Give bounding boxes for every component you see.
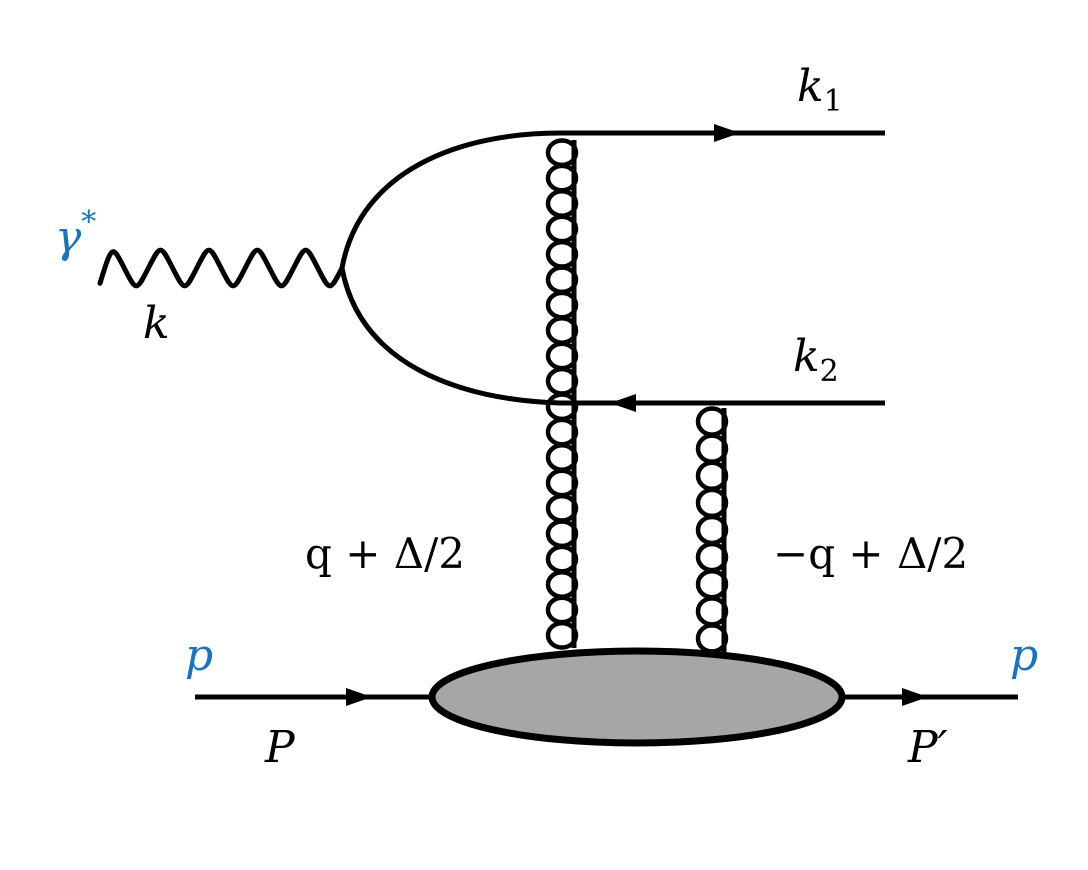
quark-lower-arc <box>339 267 885 406</box>
photon-momentum-label: k <box>143 298 170 349</box>
photon-label-superscript: * <box>81 205 96 240</box>
antiquark-k2-label: k2 <box>793 331 839 389</box>
incoming-proton-label: p <box>185 630 213 681</box>
antiquark-k2-subscript: 2 <box>820 354 839 389</box>
proton-target-blob <box>428 647 846 747</box>
antiquark-k2-symbol: k <box>793 331 820 382</box>
right-gluon-momentum-label: −q + Δ/2 <box>773 529 968 578</box>
outgoing-proton-arrow-icon <box>902 688 928 706</box>
quark-k1-arrow-icon <box>714 124 740 142</box>
outgoing-proton-label: p <box>1010 630 1038 681</box>
photon-wavy-line <box>97 247 345 289</box>
quark-upper-arc <box>339 130 885 269</box>
right-gluon-line <box>695 406 729 654</box>
outgoing-proton-momentum-label: P′ <box>907 722 948 773</box>
incoming-proton-arrow-icon <box>346 688 372 706</box>
photon-label-symbol: γ <box>55 212 82 263</box>
left-gluon-momentum-label: q + Δ/2 <box>305 529 465 578</box>
quark-k1-label: k1 <box>797 61 843 119</box>
quark-k1-symbol: k <box>797 61 824 112</box>
antiquark-k2-arrow-icon <box>610 394 636 412</box>
quark-k1-subscript: 1 <box>824 84 843 119</box>
left-gluon-line <box>545 138 579 650</box>
incoming-proton-momentum-label: P <box>264 722 296 773</box>
gluon-left-coil <box>545 620 579 650</box>
photon-label: γ* <box>55 205 96 263</box>
